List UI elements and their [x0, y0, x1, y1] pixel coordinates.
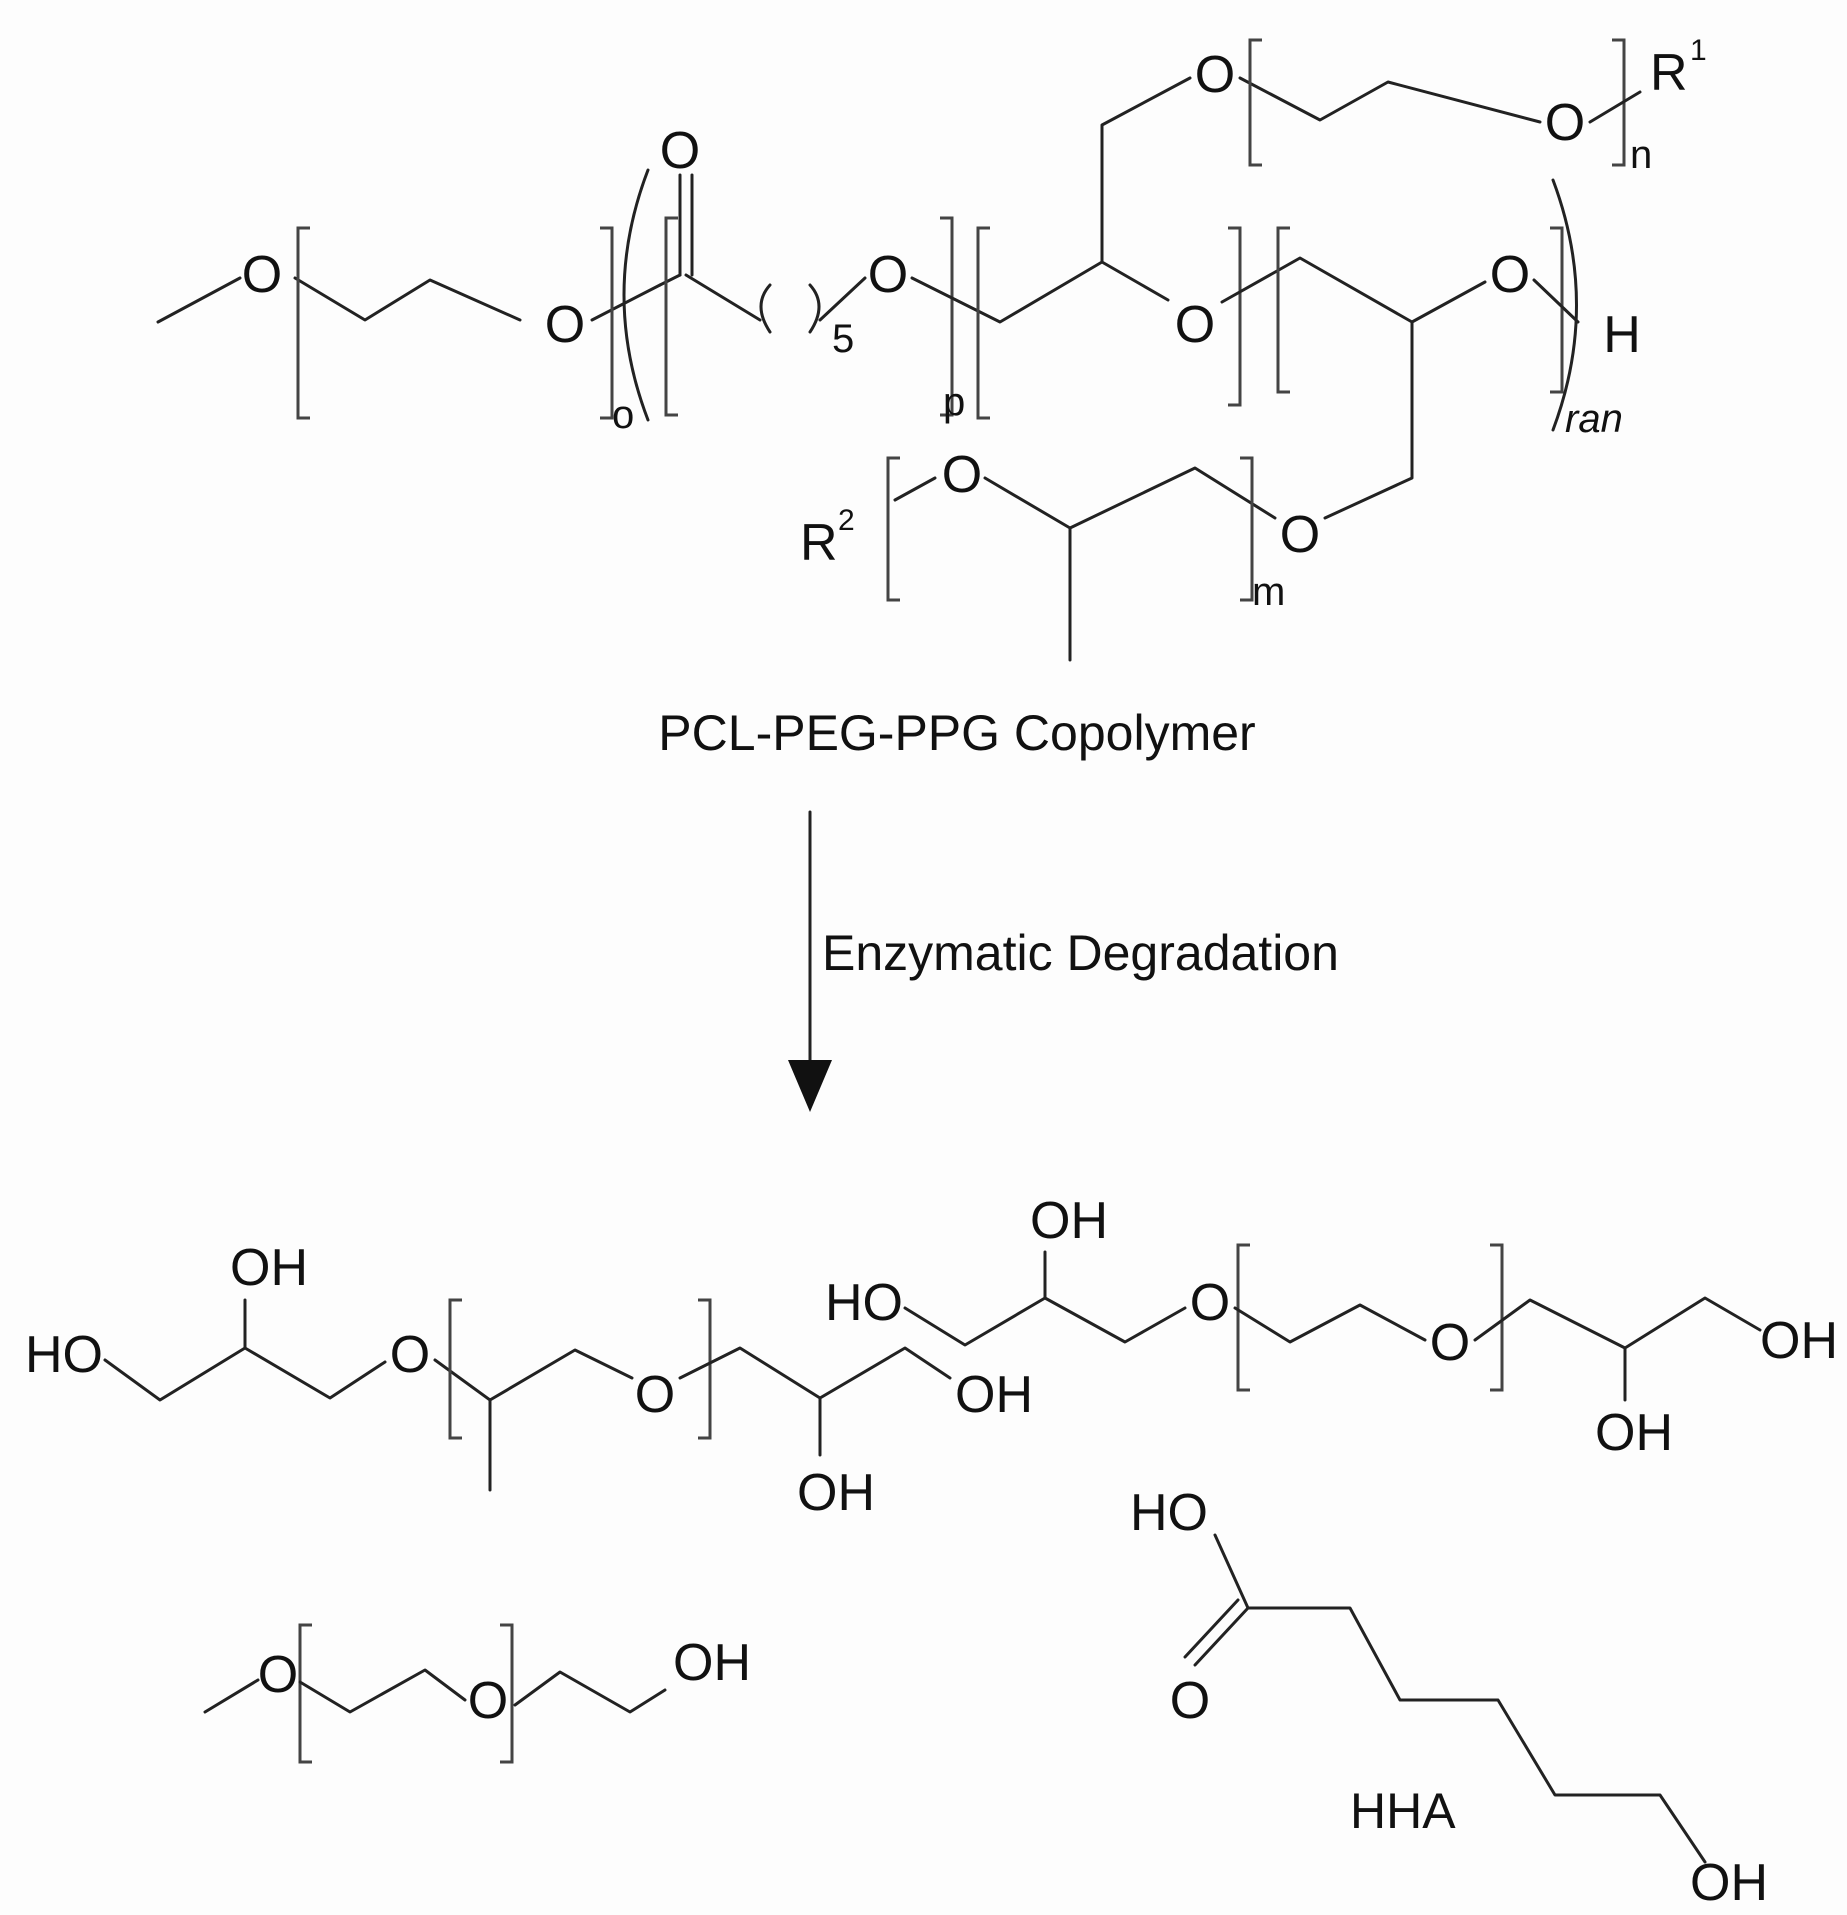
- parenthesis-inner-left: [759, 283, 772, 334]
- peg-diol-product: HO OH O O OH OH: [825, 1192, 1838, 1462]
- copolymer-caption: PCL-PEG-PPG Copolymer: [658, 705, 1255, 761]
- ether-oxygen: O: [635, 1366, 675, 1424]
- hydroxyl-group: OH: [230, 1239, 308, 1297]
- bracket-glycerol-right: [1228, 226, 1242, 407]
- oxygen-atom: O: [1545, 94, 1585, 152]
- r2-superscript: 2: [838, 504, 855, 537]
- hydroxyl-group: OH: [797, 1464, 875, 1522]
- bracket-glycerol2-right: [1550, 226, 1564, 394]
- parenthesis-right: [1551, 178, 1578, 432]
- parenthesis-left: [622, 168, 650, 422]
- hha-product: HO O OH HHA: [1130, 1484, 1768, 1912]
- bracket-left: [448, 1298, 462, 1440]
- hydroxyl-group: HO: [25, 1326, 103, 1384]
- subscript-ran: ran: [1565, 397, 1623, 441]
- bracket-peg-right: [600, 226, 614, 420]
- r1-superscript: 1: [1690, 34, 1707, 67]
- bracket-ppg-left: [886, 456, 900, 602]
- bracket-peg-arm-left: [1248, 38, 1262, 167]
- carbonyl-oxygen-atom: O: [660, 122, 700, 180]
- r2-group: R: [800, 514, 838, 572]
- oxygen-atom: O: [545, 296, 585, 354]
- copolymer-structure: O O o O 5 O p O O O n R 1: [156, 34, 1707, 761]
- oxygen-atom: O: [1195, 46, 1235, 104]
- parenthesis-inner-right: [808, 283, 821, 334]
- ether-oxygen: O: [258, 1646, 298, 1704]
- terminal-hydrogen-atom: H: [1603, 306, 1641, 364]
- oxygen-atom: O: [1280, 506, 1320, 564]
- ether-oxygen: O: [1430, 1314, 1470, 1372]
- oxygen-atom: O: [942, 446, 982, 504]
- bracket-pcl-right: [940, 216, 954, 417]
- bracket-left: [298, 1623, 312, 1764]
- oxygen-atom: O: [242, 246, 282, 304]
- subscript-m: m: [1252, 570, 1285, 614]
- bracket-right: [500, 1623, 514, 1764]
- mpeg-product: O O OH: [203, 1623, 751, 1764]
- arrow-head: [788, 1060, 832, 1112]
- oxygen-atom: O: [868, 246, 908, 304]
- bracket-right: [698, 1298, 712, 1440]
- hydroxyl-group: OH: [1030, 1192, 1108, 1250]
- hha-label: HHA: [1350, 1783, 1456, 1839]
- oxygen-atom: O: [1175, 296, 1215, 354]
- ether-oxygen: O: [468, 1672, 508, 1730]
- oxygen-atom: O: [1490, 246, 1530, 304]
- carboxyl-hydroxyl: HO: [1130, 1484, 1208, 1542]
- bracket-right: [1490, 1243, 1504, 1392]
- subscript-five: 5: [832, 317, 854, 361]
- ether-oxygen: O: [1190, 1274, 1230, 1332]
- subscript-p: p: [943, 380, 965, 424]
- bracket-left: [1236, 1243, 1250, 1392]
- bracket-glycerol-left: [976, 226, 990, 420]
- bracket-glycerol2-left: [1276, 226, 1290, 394]
- reaction-arrow: [788, 810, 832, 1112]
- hydroxyl-group: OH: [1760, 1312, 1838, 1370]
- hydroxyl-group: OH: [1690, 1854, 1768, 1912]
- subscript-n: n: [1630, 133, 1652, 177]
- ether-oxygen: O: [390, 1326, 430, 1384]
- bracket-peg-left: [296, 226, 310, 420]
- hydroxyl-group: OH: [1595, 1404, 1673, 1462]
- carbonyl-oxygen: O: [1170, 1672, 1210, 1730]
- ppg-diol-product: HO OH O O OH OH: [25, 1239, 1033, 1522]
- hydroxyl-group: HO: [825, 1274, 903, 1332]
- reaction-label: Enzymatic Degradation: [822, 925, 1339, 981]
- bracket-pcl-left: [664, 216, 678, 417]
- subscript-o: o: [612, 393, 634, 437]
- hydroxyl-group: OH: [955, 1366, 1033, 1424]
- r1-group: R: [1650, 44, 1688, 102]
- hydroxyl-group: OH: [673, 1634, 751, 1692]
- bracket-ppg-right: [1240, 456, 1254, 602]
